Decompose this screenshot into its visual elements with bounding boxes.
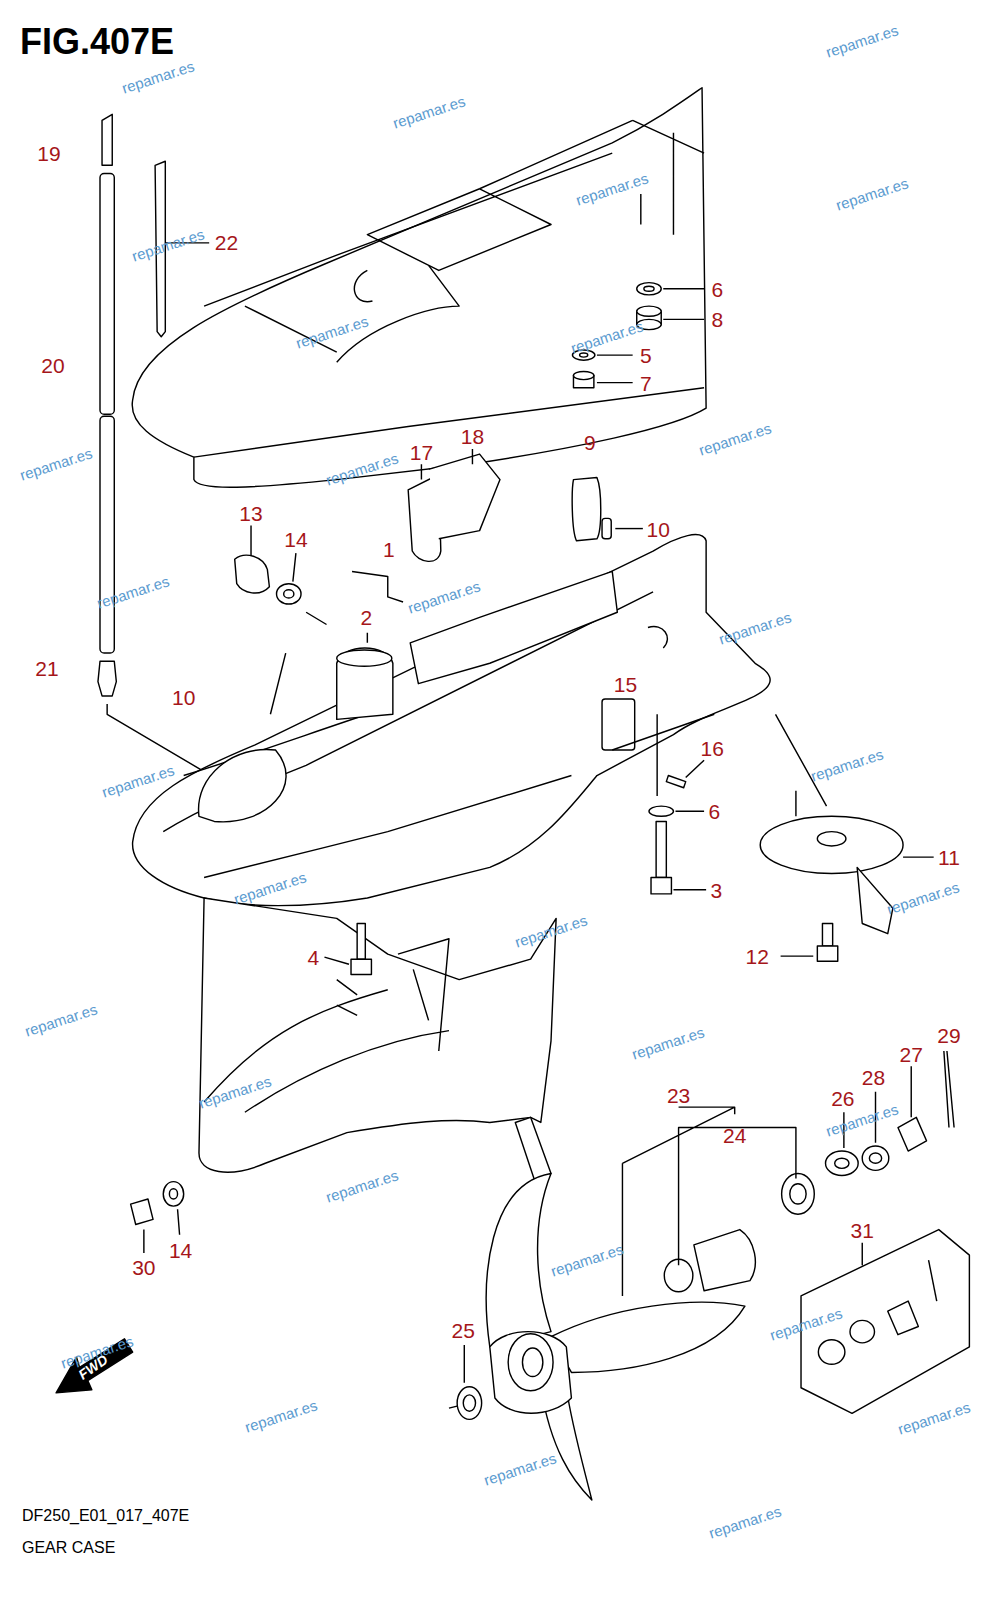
watermark: repamar.es xyxy=(324,1167,400,1204)
callout-number: 3 xyxy=(710,879,722,900)
callout-number: 7 xyxy=(640,372,652,393)
watermark: repamar.es xyxy=(707,1504,783,1541)
watermark: repamar.es xyxy=(391,94,467,131)
callout-number: 1 xyxy=(383,538,395,559)
callout-number: 4 xyxy=(307,947,319,968)
watermark: repamar.es xyxy=(120,58,196,95)
callout-number: 13 xyxy=(239,503,262,524)
callout-number: 31 xyxy=(851,1219,874,1240)
callout-number: 18 xyxy=(461,425,484,446)
watermark: repamar.es xyxy=(768,1306,844,1343)
callout-number: 21 xyxy=(35,658,58,679)
watermark: repamar.es xyxy=(406,578,482,615)
watermark: repamar.es xyxy=(630,1024,706,1061)
callout-number: 27 xyxy=(900,1044,923,1065)
watermark: repamar.es xyxy=(18,446,94,483)
watermark: repamar.es xyxy=(896,1400,972,1437)
watermark: repamar.es xyxy=(482,1451,558,1488)
callout-number: 10 xyxy=(172,686,195,707)
callout-number: 15 xyxy=(614,673,637,694)
watermark: repamar.es xyxy=(243,1398,319,1435)
callout-number: 19 xyxy=(37,143,60,164)
callout-number: 20 xyxy=(41,355,64,376)
callout-number: 26 xyxy=(831,1087,854,1108)
callout-number: 8 xyxy=(712,309,724,330)
watermark: repamar.es xyxy=(824,22,900,59)
subtitle: GEAR CASE xyxy=(22,1540,115,1556)
callout-number: 24 xyxy=(723,1124,746,1145)
callout-number: 29 xyxy=(937,1024,960,1045)
callout-number: 22 xyxy=(215,231,238,252)
callout-number: 16 xyxy=(701,737,724,758)
watermark: repamar.es xyxy=(809,747,885,784)
callout-number: 5 xyxy=(640,345,652,366)
callout-number: 9 xyxy=(584,431,596,452)
callout-number: 10 xyxy=(646,518,669,539)
watermark: repamar.es xyxy=(834,175,910,212)
watermark: repamar.es xyxy=(130,226,206,263)
callout-number: 6 xyxy=(712,278,724,299)
callout-number: 14 xyxy=(169,1240,192,1261)
callout-number: 11 xyxy=(938,847,960,868)
watermark: repamar.es xyxy=(549,1241,625,1278)
callout-number: 25 xyxy=(452,1319,475,1340)
callout-number: 2 xyxy=(360,607,372,628)
watermark: repamar.es xyxy=(885,879,961,916)
callout-number: 12 xyxy=(745,946,768,967)
callout-number: 30 xyxy=(132,1257,155,1278)
watermark: repamar.es xyxy=(697,420,773,457)
watermark: repamar.es xyxy=(23,1002,99,1039)
callout-number: 14 xyxy=(284,528,307,549)
callout-number: 23 xyxy=(667,1084,690,1105)
watermark: repamar.es xyxy=(717,609,793,646)
callout-number: 6 xyxy=(708,801,720,822)
figure-title: FIG.407E xyxy=(20,24,174,60)
caption: DF250_E01_017_407E xyxy=(22,1508,189,1524)
callout-number: 17 xyxy=(410,442,433,463)
callout-number: 28 xyxy=(862,1066,885,1087)
